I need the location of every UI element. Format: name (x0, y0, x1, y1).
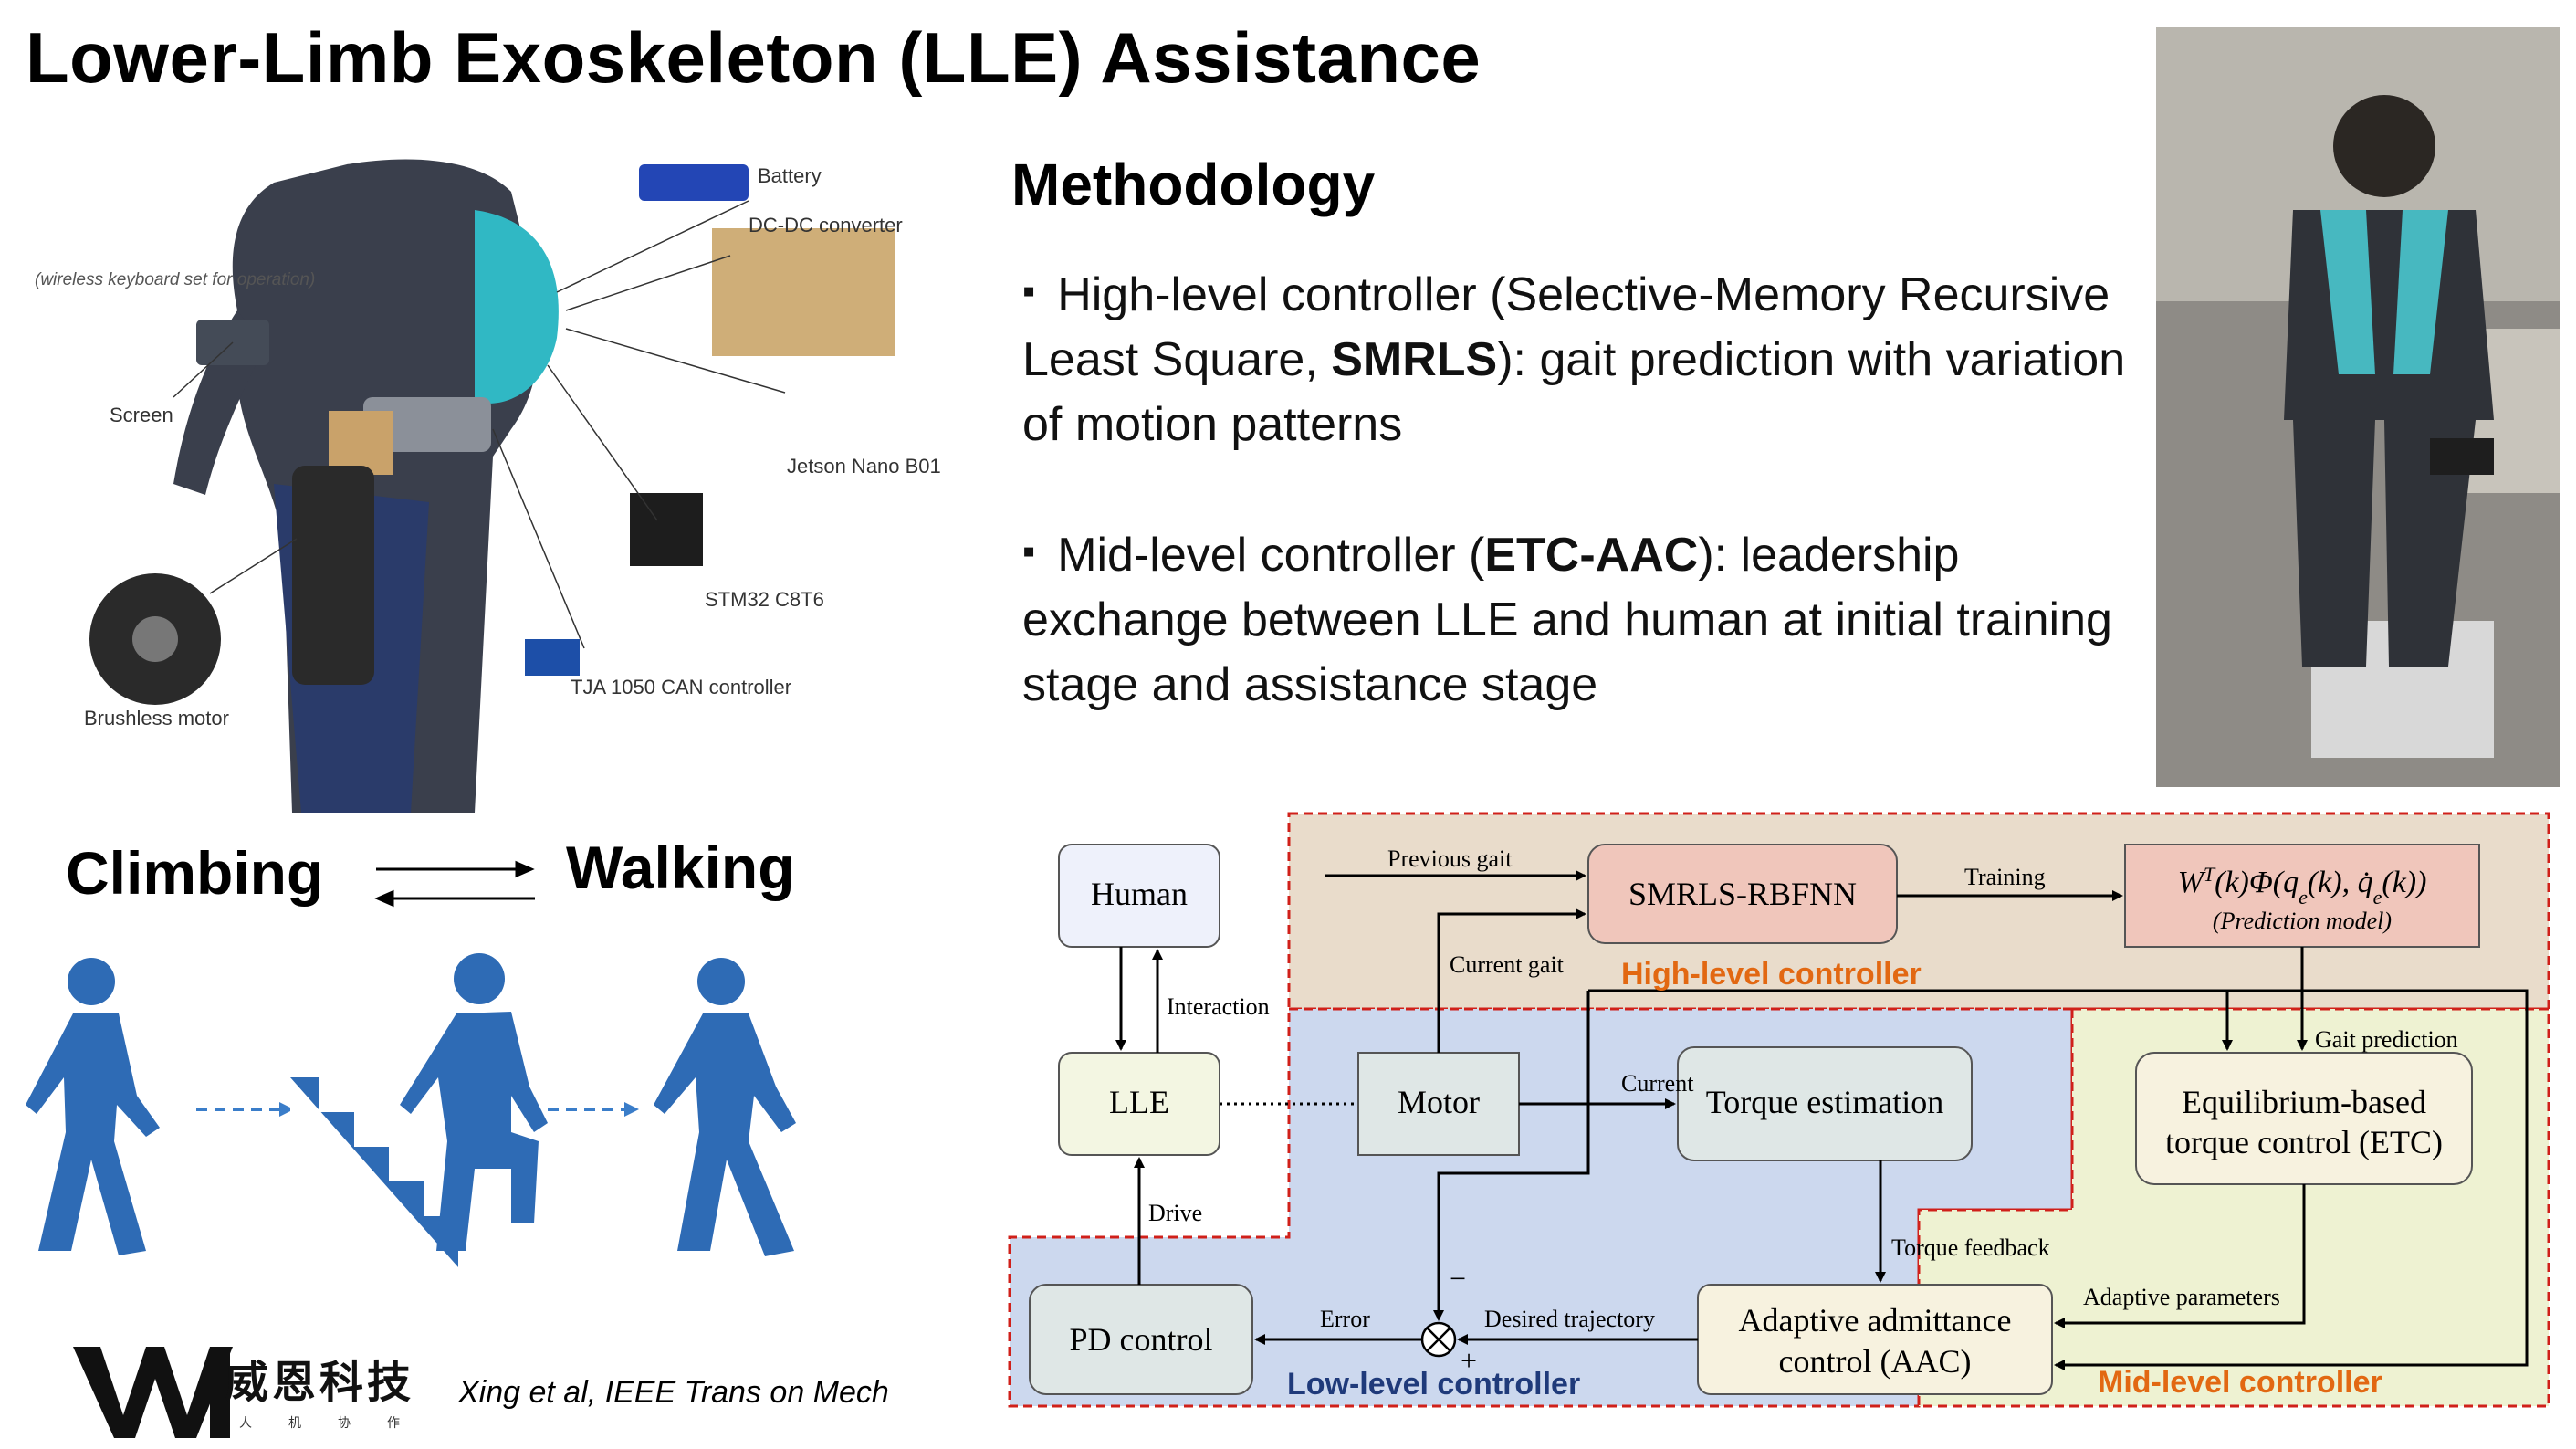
activity-illustration (26, 860, 796, 1267)
label-can: TJA 1050 CAN controller (571, 676, 791, 698)
walker-left-icon (26, 958, 160, 1255)
label-screen: Screen (110, 404, 173, 426)
error-label: Error (1320, 1306, 1370, 1332)
can-board (525, 639, 580, 676)
label-keyboard: (wireless keyboard set for operation) (35, 270, 315, 289)
transition-arrows (374, 860, 535, 908)
current-label: Current (1621, 1070, 1694, 1097)
jetson-board (712, 228, 895, 356)
leader-lines (173, 200, 786, 649)
svg-text:Adaptive admittance: Adaptive admittance (1739, 1302, 2012, 1339)
label-jetson: Jetson Nano B01 (787, 455, 941, 478)
human-block (1058, 844, 1220, 948)
svg-text:Human: Human (1091, 876, 1188, 912)
label-stm32: STM32 C8T6 (705, 588, 824, 611)
torque-estimation-block (1677, 1046, 1973, 1161)
svg-text:Motor: Motor (1398, 1084, 1480, 1120)
logo-w-icon (73, 1347, 233, 1438)
signal-lines (1115, 870, 2529, 1370)
hip-board (329, 411, 393, 475)
current-gait-label: Current gait (1450, 951, 1565, 978)
walking-label: Walking (566, 834, 795, 901)
training-label: Training (1964, 864, 2046, 890)
torque-feedback-label: Torque feedback (1891, 1234, 2050, 1261)
label-dcdc: DC-DC converter (749, 214, 903, 236)
pd-control-block (1029, 1284, 1253, 1395)
svg-text:LLE: LLE (1109, 1084, 1169, 1120)
exo-joint (2430, 438, 2494, 475)
svg-text:(Prediction model): (Prediction model) (2213, 908, 2392, 934)
hip-module (363, 397, 491, 452)
drive-label: Drive (1148, 1200, 1202, 1226)
battery-img (639, 164, 749, 201)
bullet-high-level: ▪High-level controller (Selective-Memory… (1022, 268, 2126, 451)
climbing-label: Climbing (66, 839, 324, 907)
svg-text:Equilibrium-based: Equilibrium-based (2182, 1084, 2426, 1120)
low-level-label: Low-level controller (1287, 1367, 1580, 1402)
walking-photo (2156, 27, 2560, 787)
minus-sign: − (1450, 1262, 1466, 1295)
walker-right-icon (654, 958, 796, 1256)
slide-title: Lower-Limb Exoskeleton (LLE) Assistance (26, 17, 1482, 98)
interaction-label: Interaction (1167, 993, 1270, 1020)
bullet-mid-level: ▪Mid-level controller (ETC-AAC): leaders… (1022, 529, 2112, 711)
label-motor: Brushless motor (84, 707, 229, 730)
person-head (2333, 95, 2435, 197)
adaptive-parameters-label: Adaptive parameters (2083, 1284, 2280, 1310)
previous-gait-label: Previous gait (1387, 845, 1513, 872)
hardware-photo: Battery DC-DC converter (wireless keyboa… (35, 159, 941, 813)
plus-sign: + (1461, 1344, 1477, 1377)
smrls-rbfnn-block (1587, 844, 1898, 944)
prediction-model-block (2124, 844, 2480, 948)
gait-prediction-label: Gait prediction (2315, 1026, 2458, 1053)
svg-text:PD control: PD control (1070, 1321, 1213, 1358)
control-diagram: Human LLE Motor Torque estimation SMRLS-… (1008, 812, 2550, 1408)
person-torso (2284, 210, 2494, 420)
backpack (475, 210, 559, 404)
svg-text:SMRLS-RBFNN: SMRLS-RBFNN (1628, 876, 1857, 912)
methodology-heading: Methodology (1011, 152, 1376, 217)
svg-text:control (AAC): control (AAC) (1779, 1343, 1972, 1380)
logo-name: 威恩科技 (225, 1357, 415, 1408)
svg-text:torque control (ETC): torque control (ETC) (2165, 1124, 2443, 1160)
climber-icon (400, 953, 548, 1251)
mid-level-label: Mid-level controller (2098, 1365, 2382, 1400)
label-battery: Battery (758, 164, 822, 187)
svg-text:Torque estimation: Torque estimation (1706, 1084, 1943, 1120)
company-logo (73, 1347, 233, 1438)
citation: Xing et al, IEEE Trans on Mech (458, 1375, 889, 1410)
high-level-label: High-level controller (1621, 957, 1922, 992)
desired-trajectory-label: Desired trajectory (1484, 1306, 1655, 1332)
exoskeleton-leg (292, 466, 374, 685)
logo-subtitle: 人机协作 (239, 1416, 436, 1431)
stm32-board (630, 493, 703, 566)
